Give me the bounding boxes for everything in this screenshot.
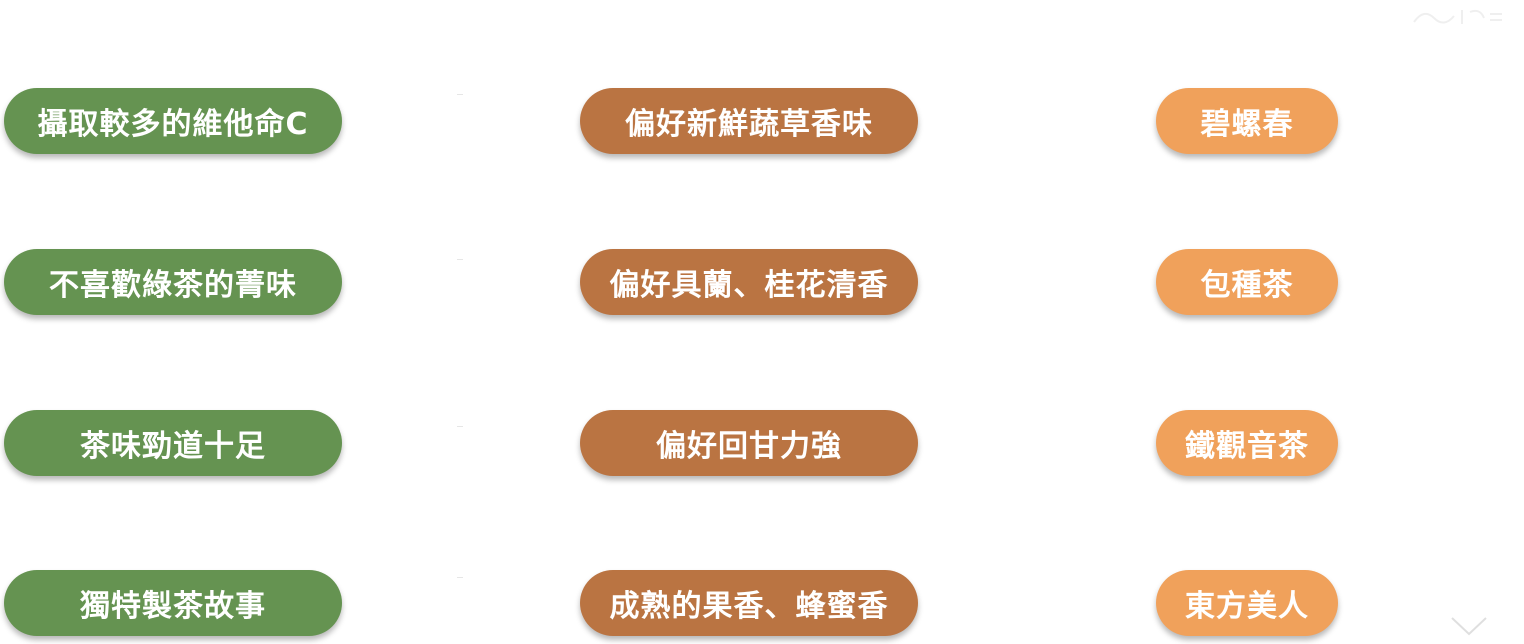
need-box: 不喜歡綠茶的菁味	[4, 249, 342, 315]
preference-box: 偏好具蘭、桂花清香	[580, 249, 918, 315]
preference-box: 偏好回甘力強	[580, 410, 918, 476]
preference-label: 偏好新鮮蔬草香味	[625, 107, 873, 142]
tea-box: 鐵觀音茶	[1156, 410, 1338, 476]
need-label: 攝取較多的維他命C	[37, 107, 309, 142]
need-label: 獨特製茶故事	[80, 589, 266, 624]
connector-tick	[457, 94, 463, 95]
preference-label: 成熟的果香、蜂蜜香	[609, 589, 889, 624]
need-box: 茶味勁道十足	[4, 410, 342, 476]
tea-label: 東方美人	[1185, 589, 1309, 624]
connector-tick	[457, 259, 463, 260]
preference-box: 成熟的果香、蜂蜜香	[580, 570, 918, 636]
chevron-down-icon	[1451, 617, 1487, 636]
need-box: 攝取較多的維他命C	[4, 88, 342, 154]
need-label: 茶味勁道十足	[80, 429, 266, 464]
tea-label: 包種茶	[1200, 268, 1294, 303]
connector-tick	[457, 577, 463, 578]
preference-label: 偏好具蘭、桂花清香	[609, 268, 889, 303]
tea-box: 東方美人	[1156, 570, 1338, 636]
tea-box: 包種茶	[1156, 249, 1338, 315]
connector-tick	[457, 426, 463, 427]
preference-label: 偏好回甘力強	[656, 429, 842, 464]
corner-watermark-icon	[1413, 9, 1502, 24]
preference-box: 偏好新鮮蔬草香味	[580, 88, 918, 154]
need-label: 不喜歡綠茶的菁味	[49, 268, 297, 303]
tea-box: 碧螺春	[1156, 88, 1338, 154]
tea-label: 碧螺春	[1200, 107, 1294, 142]
tea-label: 鐵觀音茶	[1185, 429, 1309, 464]
need-box: 獨特製茶故事	[4, 570, 342, 636]
